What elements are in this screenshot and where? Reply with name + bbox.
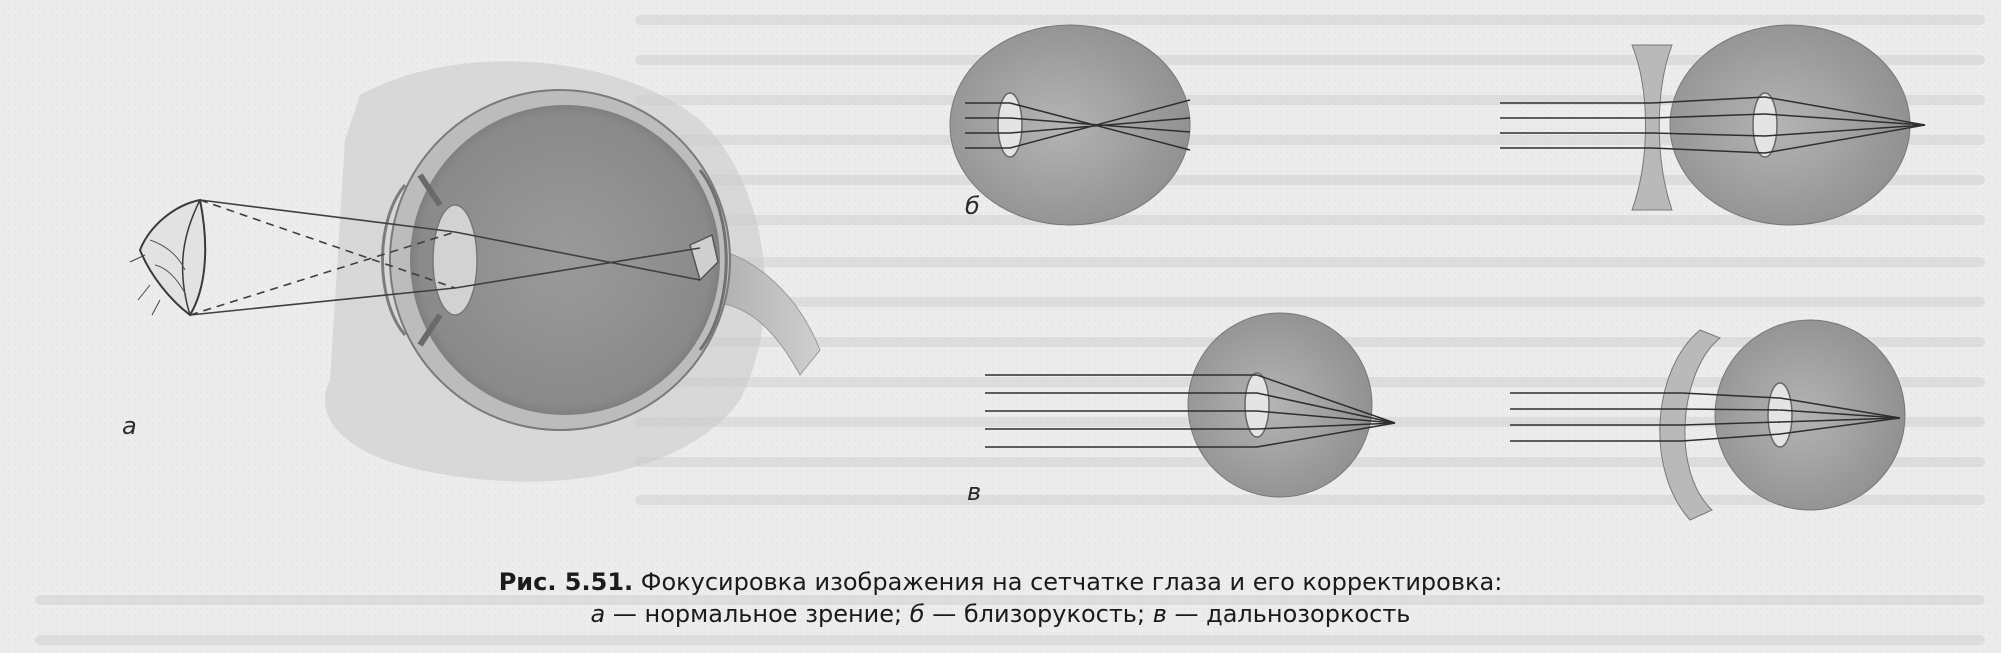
figure-caption: Рис. 5.51. Фокусировка изображения на се… xyxy=(0,568,2001,628)
concave-lens-icon xyxy=(1631,44,1673,211)
label-v: в xyxy=(967,478,982,506)
myopia-eye xyxy=(949,24,1191,226)
label-b: б xyxy=(965,192,980,220)
label-a: а xyxy=(122,412,137,440)
caption-item-v-text: — дальнозоркость xyxy=(1174,600,1411,628)
caption-item-b-letter: б xyxy=(909,600,925,628)
caption-line-2: а — нормальное зрение; б — близорукость;… xyxy=(0,600,2001,628)
caption-item-a-text: — нормальное зрение; xyxy=(612,600,903,628)
hyperopia-corrected-eye xyxy=(1510,319,1906,521)
hyperopia-eye xyxy=(985,312,1396,498)
caption-item-v-letter: в xyxy=(1152,600,1167,628)
butterfly-object-icon xyxy=(129,198,207,317)
figure-number: Рис. 5.51. xyxy=(498,568,634,596)
caption-line-1: Рис. 5.51. Фокусировка изображения на се… xyxy=(0,568,2001,596)
normal-vision-eye xyxy=(129,61,821,482)
caption-title: Фокусировка изображения на сетчатке глаз… xyxy=(640,568,1503,596)
caption-item-a-letter: а xyxy=(590,600,606,628)
myopia-corrected-eye xyxy=(1500,24,1926,226)
convex-lens-icon xyxy=(1659,329,1721,521)
caption-item-b-text: — близорукость; xyxy=(932,600,1146,628)
